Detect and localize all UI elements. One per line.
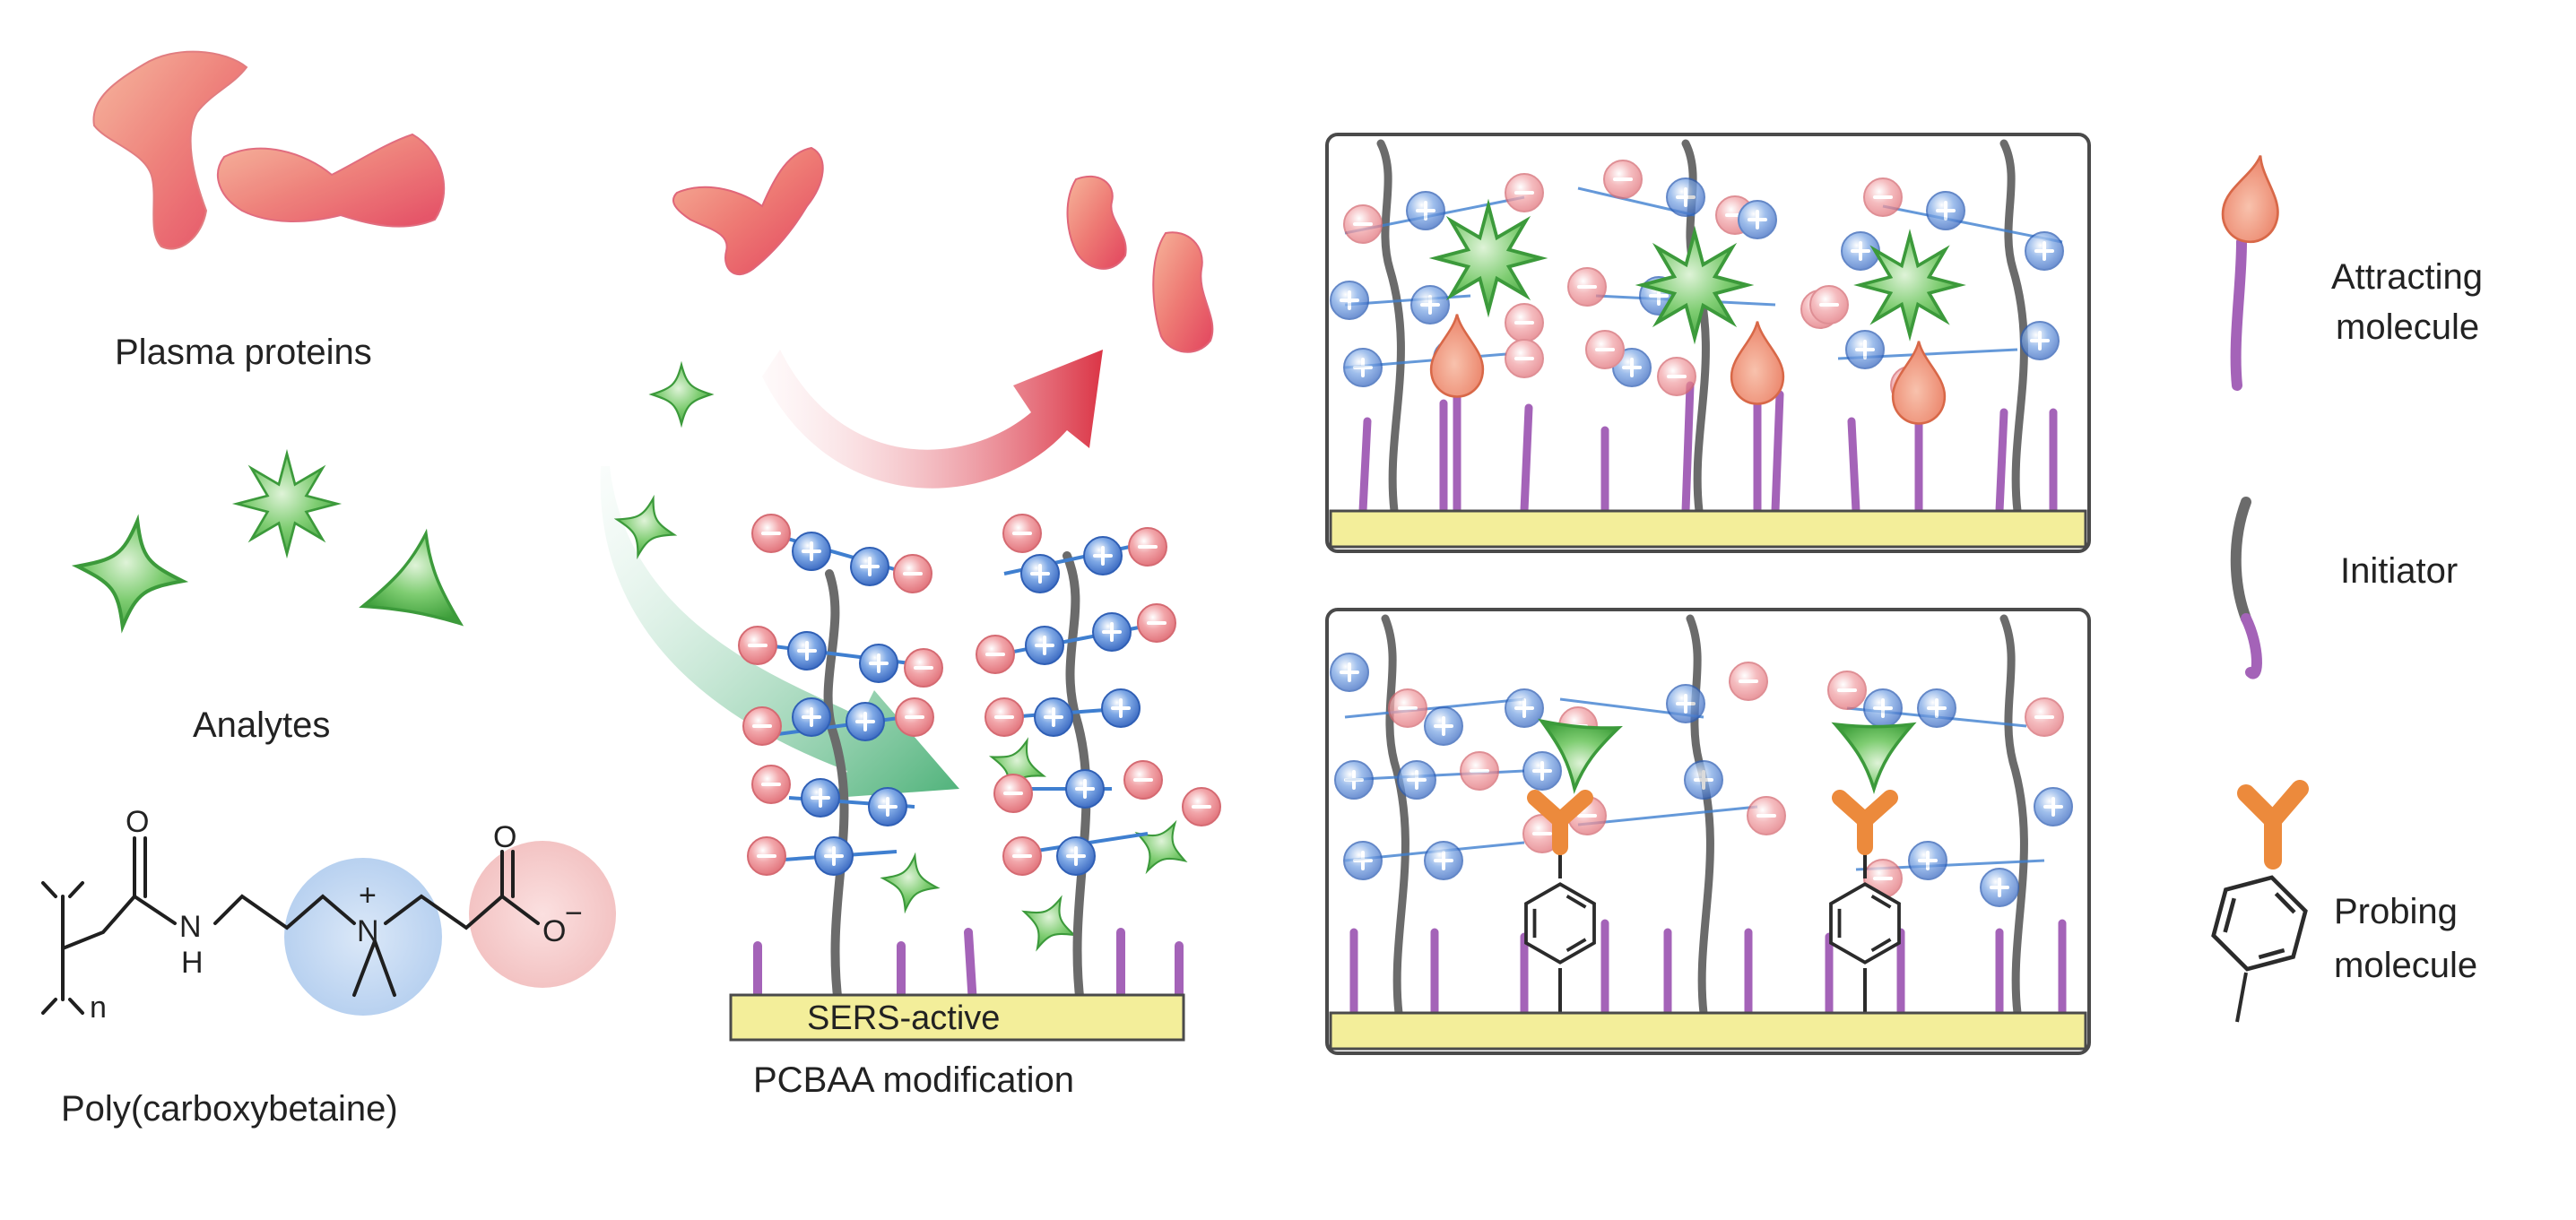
charge-minus: − xyxy=(565,896,583,930)
atom-o-anion: O xyxy=(542,914,566,948)
legend-initiator: Initiator xyxy=(2230,497,2458,679)
legend-probing-molecule: Probing molecule xyxy=(2207,780,2477,1023)
plasma-proteins-label: Plasma proteins xyxy=(115,333,372,372)
legend-attracting-molecule: Attracting molecule xyxy=(2216,149,2483,391)
atom-n-amide: N xyxy=(179,910,202,944)
panel-attracting-capture xyxy=(1325,133,2091,553)
analyte-icons xyxy=(70,452,477,634)
legend-probing-line2: molecule xyxy=(2334,946,2477,985)
plasma-protein-icons xyxy=(92,50,446,250)
atom-o-carbonyl: O xyxy=(126,805,149,839)
legend-probing-line1: Probing xyxy=(2334,892,2458,931)
legend-initiator-label: Initiator xyxy=(2340,551,2458,591)
atom-n-quaternary: N xyxy=(357,914,379,948)
atom-o-carboxyl: O xyxy=(493,820,516,854)
atom-h-amide: H xyxy=(181,946,204,980)
protein-repel-arrow xyxy=(762,350,1103,489)
legend: Attracting molecule Initiator Probing mo… xyxy=(2207,149,2483,1023)
poly-carboxybetaine-label: Poly(carboxybetaine) xyxy=(61,1089,398,1129)
charge-plus: + xyxy=(359,878,377,913)
sers-substrate-middle: SERS-active xyxy=(729,993,1185,1042)
repelled-proteins xyxy=(672,146,1214,353)
legend-attracting-line2: molecule xyxy=(2336,307,2479,347)
subscript-n: n xyxy=(90,991,107,1025)
pcbaa-modification-label: PCBAA modification xyxy=(753,1060,1074,1100)
middle-polymer-brushes xyxy=(737,513,1222,1008)
anionic-halo xyxy=(469,841,616,988)
sers-active-label: SERS-active xyxy=(807,999,1000,1037)
analytes-label: Analytes xyxy=(193,705,330,745)
legend-attracting-line1: Attracting xyxy=(2331,257,2483,297)
panel-probing-capture xyxy=(1325,608,2091,1055)
poly-carboxybetaine-structure: O N H N + O O − n xyxy=(41,805,616,1025)
